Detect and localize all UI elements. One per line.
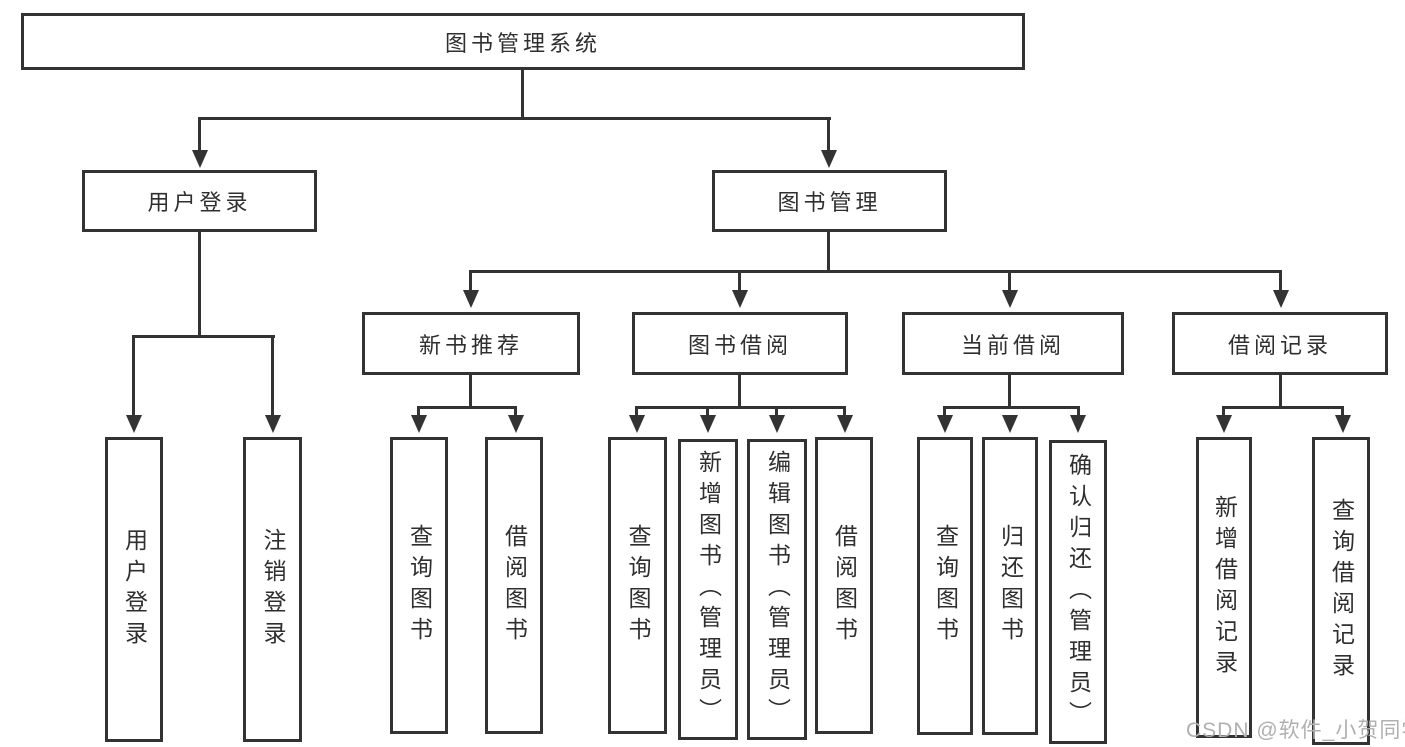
arrow-down	[837, 415, 853, 433]
connector-vline	[469, 373, 472, 409]
connector-vline	[198, 230, 201, 337]
connector-vline	[827, 230, 830, 273]
node-leaf-query-books-current: 查询图书	[917, 437, 973, 735]
leaf-label: 编辑图书（管理员）	[764, 450, 791, 729]
leaf-label: 用户登录	[121, 527, 148, 652]
connector-vline	[1077, 406, 1080, 418]
node-leaf-query-books-recommend: 查询图书	[390, 437, 448, 734]
connector-hline	[198, 117, 831, 120]
connector-vline	[738, 373, 741, 409]
connector-vline	[521, 68, 524, 118]
connector-vline	[1222, 406, 1225, 418]
arrow-down	[1216, 415, 1232, 433]
connector-vline	[1008, 270, 1011, 293]
node-borrowing-records: 借阅记录	[1172, 312, 1388, 375]
connector-vline	[738, 270, 741, 293]
node-leaf-borrow-books-borrowing: 借阅图书	[815, 437, 873, 734]
leaf-label: 查询图书	[625, 523, 651, 648]
node-root: 图书管理系统	[21, 13, 1025, 70]
arrow-down	[126, 415, 142, 433]
connector-hline	[417, 406, 517, 409]
node-leaf-edit-book-admin: 编辑图书（管理员）	[747, 439, 807, 740]
connector-hline	[943, 406, 1080, 409]
arrow-down	[769, 415, 785, 433]
arrow-down	[821, 150, 837, 168]
arrow-down	[1002, 415, 1018, 433]
node-new-book-recommend-label: 新书推荐	[418, 332, 523, 358]
arrow-down	[700, 415, 716, 433]
leaf-label: 借阅图书	[501, 523, 528, 648]
connector-vline	[1341, 406, 1344, 418]
connector-vline	[417, 406, 420, 418]
arrow-down	[732, 290, 748, 308]
arrow-down	[463, 290, 479, 308]
csdn-watermark: CSDN @软件_小贺同学	[1186, 719, 1405, 742]
node-book-borrowing: 图书借阅	[632, 312, 848, 375]
connector-vline	[1008, 373, 1011, 409]
arrow-down	[937, 415, 953, 433]
connector-vline	[271, 335, 274, 418]
arrow-down	[265, 415, 281, 433]
leaf-label: 归还图书	[997, 524, 1024, 648]
connector-vline	[1279, 270, 1282, 293]
connector-vline	[775, 406, 778, 418]
node-root-label: 图书管理系统	[444, 30, 601, 56]
node-book-borrowing-label: 图书借阅	[687, 332, 792, 358]
connector-vline	[1279, 373, 1282, 409]
connector-vline	[706, 406, 709, 418]
connector-hline	[1222, 406, 1344, 409]
node-user-login: 用户登录	[82, 170, 317, 232]
arrow-down	[508, 415, 524, 433]
arrow-down	[629, 415, 645, 433]
arrow-down	[1335, 415, 1351, 433]
connector-vline	[943, 406, 946, 418]
node-leaf-borrow-books-recommend: 借阅图书	[485, 437, 543, 734]
node-user-login-label: 用户登录	[147, 190, 252, 215]
arrow-down	[192, 150, 208, 168]
connector-vline	[198, 117, 201, 153]
node-leaf-add-borrow-record: 新增借阅记录	[1196, 437, 1252, 738]
arrow-down	[411, 415, 427, 433]
node-leaf-user-login: 用户登录	[105, 437, 163, 742]
node-leaf-query-books-borrowing: 查询图书	[608, 437, 667, 734]
leaf-label: 注销登录	[260, 527, 286, 652]
arrow-down	[1070, 415, 1086, 433]
connector-vline	[132, 335, 135, 418]
leaf-label: 查询借阅记录	[1328, 498, 1355, 684]
node-borrowing-records-label: 借阅记录	[1227, 332, 1332, 358]
node-leaf-return-book: 归还图书	[982, 437, 1038, 735]
leaf-label: 新增图书（管理员）	[695, 450, 722, 729]
connector-vline	[635, 406, 638, 418]
leaf-label: 查询图书	[932, 524, 959, 648]
leaf-label: 确认归还（管理员）	[1065, 452, 1092, 732]
leaf-label: 查询图书	[406, 523, 433, 648]
connector-vline	[843, 406, 846, 418]
arrow-down	[1002, 290, 1018, 308]
connector-hline	[635, 406, 846, 409]
connector-hline	[469, 270, 1282, 273]
node-leaf-query-borrow-record: 查询借阅记录	[1312, 437, 1370, 745]
connector-vline	[469, 270, 472, 293]
node-leaf-logout: 注销登录	[243, 437, 302, 742]
node-book-management-label: 图书管理	[777, 190, 882, 215]
leaf-label: 新增借阅记录	[1211, 494, 1238, 681]
arrow-down	[1273, 290, 1289, 308]
connector-hline	[132, 335, 275, 338]
node-leaf-confirm-return-admin: 确认归还（管理员）	[1049, 440, 1107, 744]
leaf-label: 借阅图书	[831, 523, 858, 648]
node-leaf-add-book-admin: 新增图书（管理员）	[678, 439, 738, 740]
connector-vline	[827, 117, 830, 153]
node-new-book-recommend: 新书推荐	[362, 312, 580, 375]
node-current-borrowing-label: 当前借阅	[960, 332, 1065, 358]
node-current-borrowing: 当前借阅	[902, 312, 1124, 375]
connector-vline	[514, 406, 517, 418]
node-book-management: 图书管理	[712, 170, 947, 232]
